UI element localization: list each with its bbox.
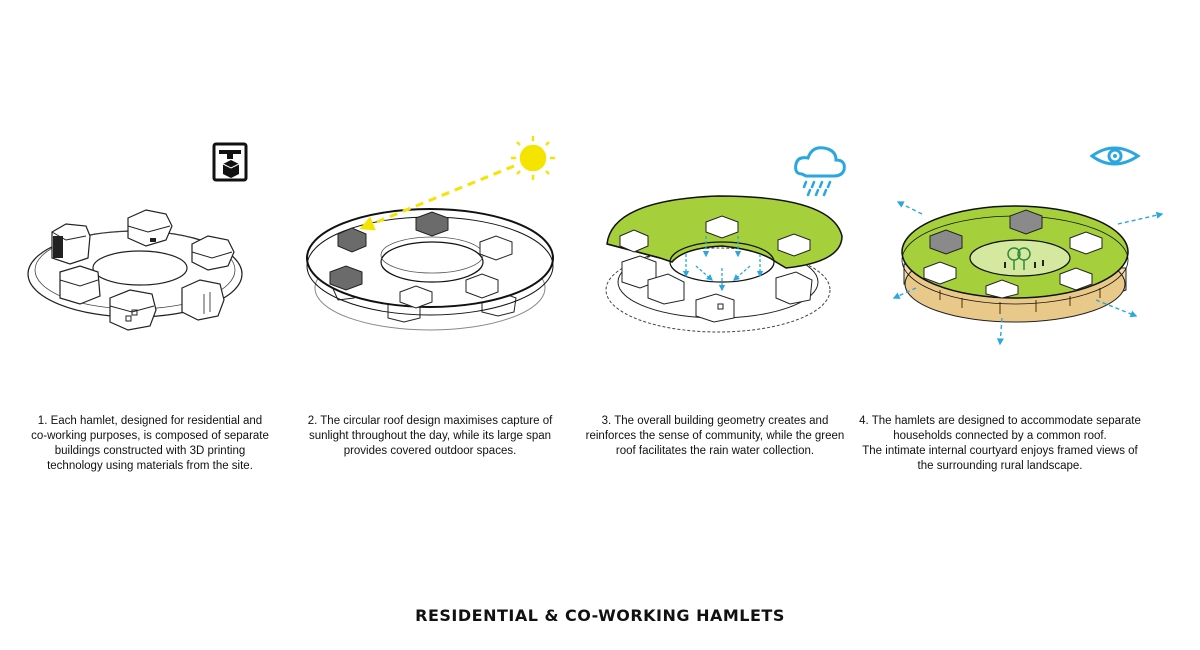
caption-line: technology using materials from the site… [47, 460, 253, 472]
tree-icon [1007, 247, 1031, 270]
hamlet-pod [51, 223, 91, 265]
step-3-caption: 3. The overall building geometry creates… [570, 414, 860, 459]
caption-line: 2. The circular roof design maximises ca… [307, 415, 553, 427]
hamlet-pod [127, 209, 173, 247]
hamlet-pod [191, 235, 235, 271]
caption-line: sunlight throughout the day, while its l… [308, 430, 552, 442]
step-4-caption: 4. The hamlets are designed to accommoda… [855, 414, 1145, 474]
caption-line: 1. Each hamlet, designed for residential… [37, 415, 263, 427]
hamlet-pod [181, 279, 225, 321]
caption-line: households connected by a common roof. [893, 430, 1107, 442]
caption-line: The intimate internal courtyard enjoys f… [862, 445, 1138, 457]
caption-line: 4. The hamlets are designed to accommoda… [859, 415, 1141, 427]
step-2-caption: 2. The circular roof design maximises ca… [285, 414, 575, 459]
caption-line: the surrounding rural landscape. [917, 460, 1083, 472]
rain-cloud-icon [794, 146, 846, 197]
caption-line: reinforces the sense of community, while… [585, 430, 845, 442]
panel-2-roof-sunlight [306, 136, 555, 331]
step-1-caption: 1. Each hamlet, designed for residential… [5, 414, 295, 474]
caption-line: co-working purposes, is composed of sepa… [31, 430, 269, 442]
hamlet-pod [109, 289, 157, 331]
eye-icon [1089, 146, 1141, 166]
caption-line: provides covered outdoor spaces. [343, 445, 517, 457]
panel-3-green-roof-rain [605, 146, 846, 333]
caption-line: buildings constructed with 3D printing [54, 445, 246, 457]
panel-4-courtyard-views [892, 146, 1164, 346]
sun-icon [511, 136, 555, 180]
page-title: RESIDENTIAL & CO-WORKING HAMLETS [415, 606, 785, 625]
3d-printer-icon [212, 142, 248, 182]
caption-line: 3. The overall building geometry creates… [601, 415, 829, 427]
panel-1-hamlets [27, 142, 248, 331]
hamlet-pod [59, 265, 101, 305]
caption-line: roof facilitates the rain water collecti… [615, 445, 815, 457]
